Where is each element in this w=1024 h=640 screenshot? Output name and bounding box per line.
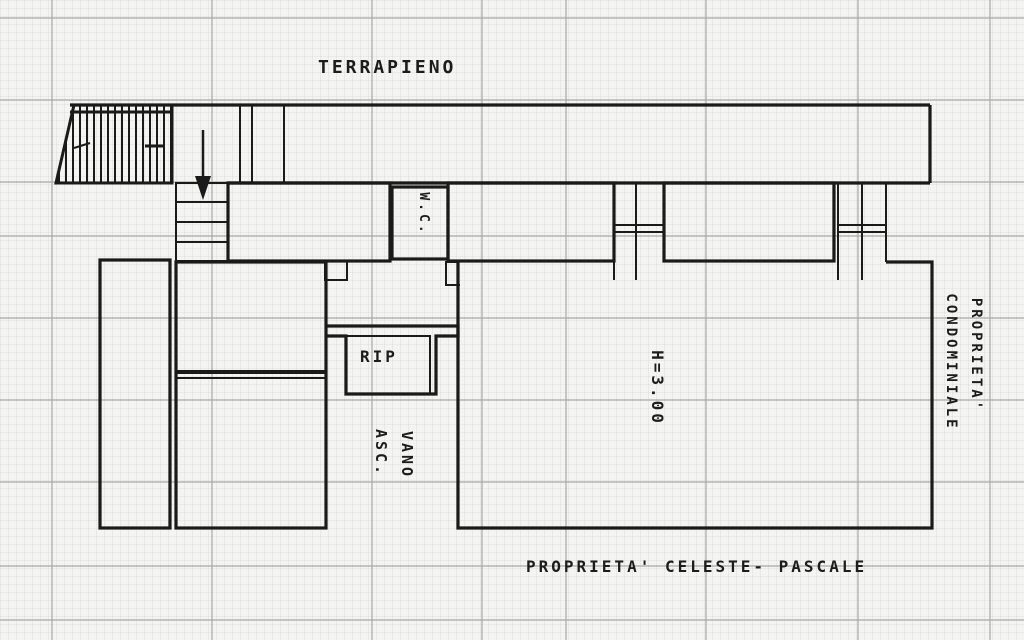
height-label: H=3.00 <box>648 350 667 426</box>
vano-label: VANO <box>398 431 416 479</box>
asc-label: ASC. <box>372 429 390 477</box>
condominiali-line2-label: CONDOMINIALE <box>943 293 959 430</box>
arrow-down-icon <box>195 130 211 200</box>
left-room <box>98 258 328 530</box>
elevator-area <box>326 324 460 396</box>
condominiali-line1-label: PROPRIETA' <box>968 298 984 412</box>
terrapieno-label: TERRAPIENO <box>318 57 456 78</box>
staircase <box>54 103 174 185</box>
bottom-owner-label: PROPRIETA' CELESTE- PASCALE <box>526 557 867 576</box>
wc-label: W.C. <box>416 192 431 235</box>
rip-label: RIP <box>360 347 398 366</box>
